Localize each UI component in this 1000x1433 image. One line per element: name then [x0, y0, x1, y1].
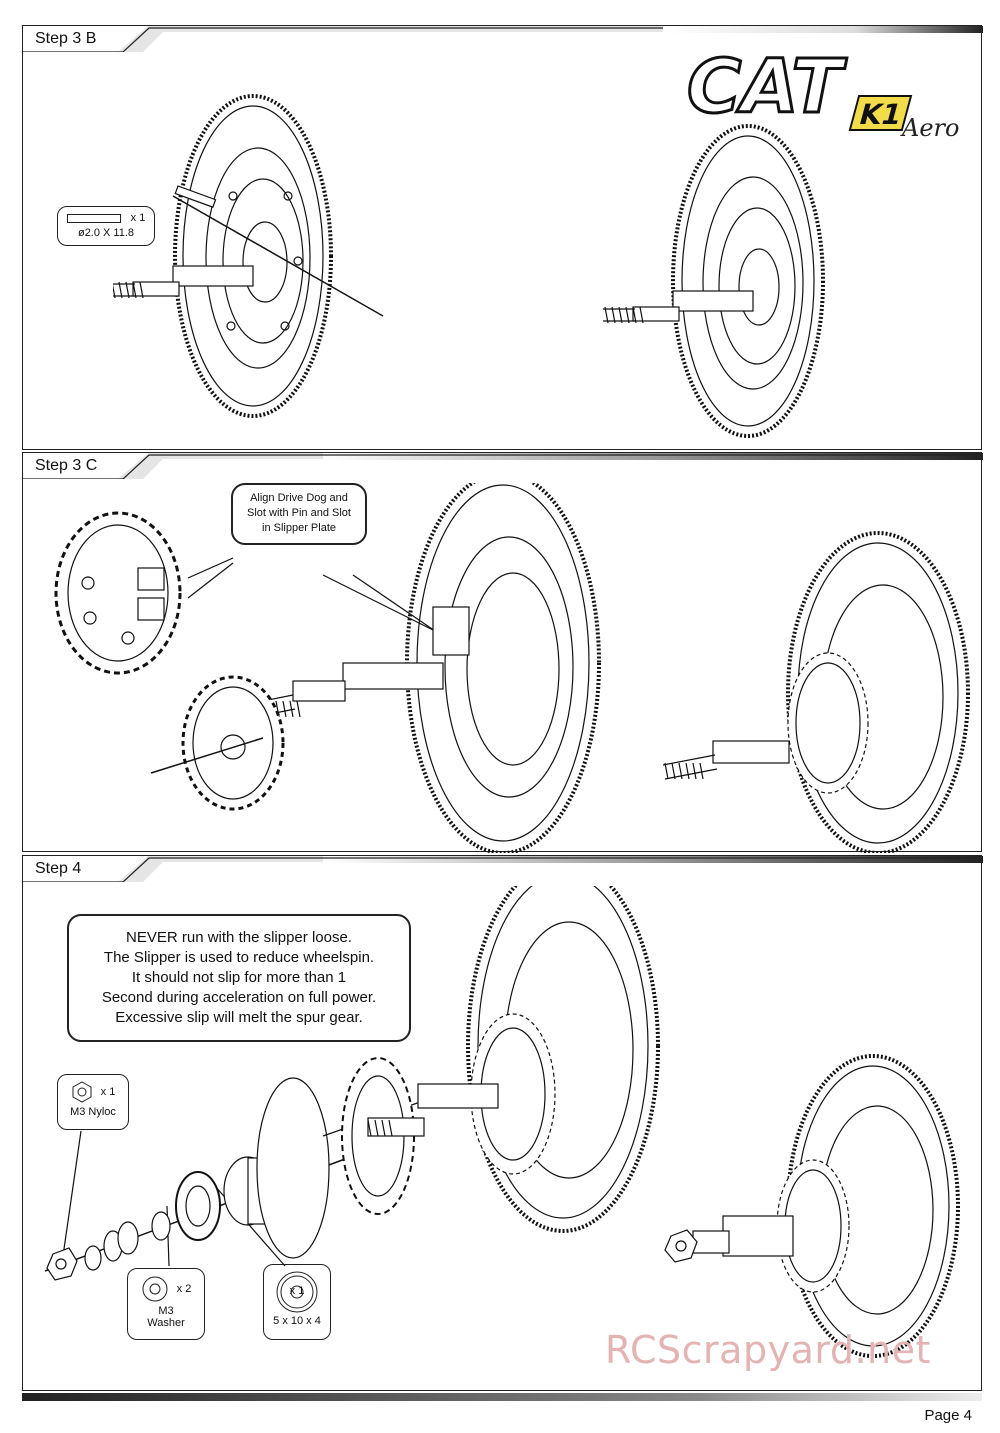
nut-icon [72, 1081, 92, 1103]
washer-icon [142, 1276, 168, 1302]
warning-line-2: The Slipper is used to reduce wheelspin. [103, 949, 375, 966]
nut-qty: x 1 [100, 1086, 116, 1098]
step-tab: Step 3 C [23, 453, 983, 479]
step-3c-panel: Step 3 C Align Drive Dog and Slot with P… [22, 452, 983, 853]
watermark: RCScrapyard.net [605, 1328, 931, 1372]
pin-qty: x 1 [130, 212, 146, 224]
footer-bar [22, 1393, 982, 1401]
bearing-name: 5 x 10 x 4 [273, 1315, 321, 1327]
warning-line-5: Excessive slip will melt the spur gear. [115, 1009, 363, 1026]
spur-gear-assembled-diagram [603, 124, 825, 438]
bearing-part-box: x 1 5 x 10 x 4 [263, 1264, 331, 1340]
tab-background [23, 453, 983, 479]
svg-text:CAT: CAT [687, 44, 847, 130]
nut-name: M3 Nyloc [70, 1106, 116, 1118]
step-title: Step 3 C [35, 457, 98, 474]
washer-name-line-2: Washer [147, 1317, 185, 1329]
svg-text:K1: K1 [856, 98, 906, 130]
warning-line-1: NEVER run with the slipper loose. [126, 929, 352, 946]
step-title: Step 4 [35, 860, 82, 877]
pin-spec: ø2.0 X 11.8 [77, 227, 135, 239]
align-note-callout: Align Drive Dog and Slot with Pin and Sl… [231, 483, 367, 545]
tab-background [23, 26, 983, 52]
nyloc-nut-part-box: x 1 M3 Nyloc [57, 1074, 129, 1130]
bearing-qty: x 1 [289, 1285, 305, 1297]
tab-background [23, 856, 983, 882]
pin-icon [66, 213, 121, 223]
drive-dog-diagram [54, 483, 970, 853]
bearing-icon [276, 1271, 318, 1313]
step-3b-panel: Step 3 B CAT K1 Aero [22, 25, 983, 450]
step-4-panel: Step 4 NEVER run with the slipper loose.… [22, 855, 983, 1391]
spur-gear-exploded-diagram [113, 94, 384, 418]
page-number: Page 4 [924, 1407, 972, 1424]
slipper-assembly-diagram [44, 886, 960, 1358]
washer-part-box: x 2 M3 Washer [127, 1268, 205, 1340]
step-tab: Step 4 [23, 856, 983, 882]
warning-line-4: Second during acceleration on full power… [101, 989, 377, 1006]
step-tab: Step 3 B [23, 26, 983, 52]
align-note-line-1: Align Drive Dog and [250, 492, 348, 504]
svg-text:Aero: Aero [900, 114, 959, 142]
washer-qty: x 2 [176, 1283, 192, 1295]
cat-k1-aero-logo: CAT K1 Aero [686, 43, 960, 143]
washer-name-line-1: M3 [158, 1305, 174, 1317]
pin-part-box: x 1 ø2.0 X 11.8 [57, 206, 155, 246]
slipper-warning-callout: NEVER run with the slipper loose. The Sl… [67, 914, 411, 1042]
align-note-line-3: in Slipper Plate [262, 522, 336, 534]
step-title: Step 3 B [35, 30, 97, 47]
warning-line-3: It should not slip for more than 1 [131, 969, 347, 986]
align-note-line-2: Slot with Pin and Slot [247, 507, 351, 519]
